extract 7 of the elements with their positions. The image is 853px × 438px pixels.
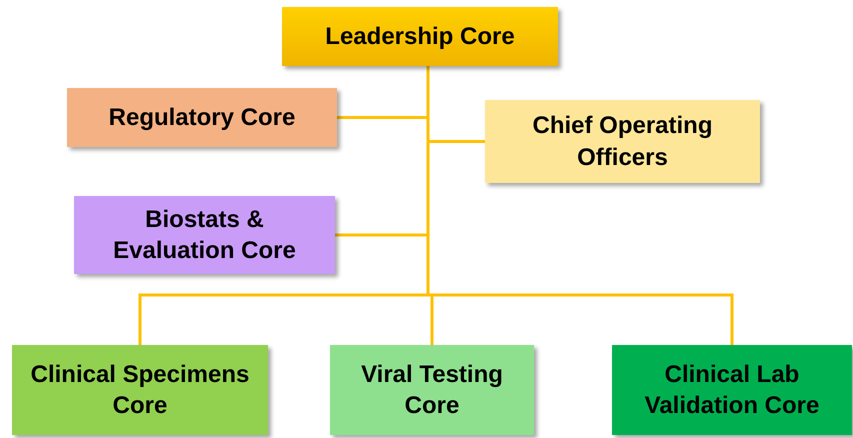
org-box: Leadership Core (282, 7, 558, 66)
org-box: Regulatory Core (67, 88, 337, 147)
org-box: Viral Testing Core (330, 345, 534, 435)
org-box: Clinical Specimens Core (12, 345, 268, 435)
org-box: Biostats & Evaluation Core (74, 196, 335, 274)
org-box: Chief Operating Officers (485, 100, 760, 183)
org-box: Clinical Lab Validation Core (612, 345, 852, 435)
